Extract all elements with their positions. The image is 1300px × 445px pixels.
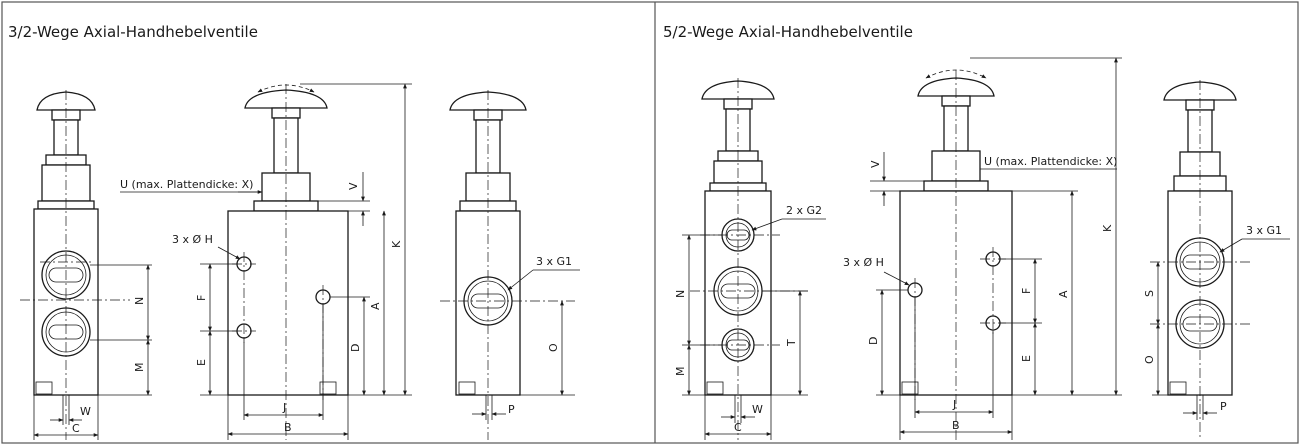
left-dim-b: B <box>284 421 292 434</box>
right-dim-c: C <box>734 421 742 434</box>
right-dim-o: O <box>1143 355 1156 364</box>
left-dim-o: O <box>547 343 560 352</box>
right-dim-d: D <box>867 337 880 345</box>
right-dim-f: F <box>1020 288 1033 294</box>
left-dim-m: M <box>133 363 146 373</box>
left-dim-k: K <box>390 240 403 248</box>
right-dim-n: N <box>674 290 687 298</box>
right-dim-p: P <box>1220 400 1227 413</box>
right-dim-a: A <box>1057 290 1070 298</box>
right-dim-v: V <box>869 160 882 168</box>
left-panel-title: 3/2-Wege Axial-Handhebelventile <box>8 23 258 41</box>
right-port-label: 3 x G1 <box>1246 224 1282 237</box>
right-panel-title: 5/2-Wege Axial-Handhebelventile <box>663 23 913 41</box>
right-hole-label: 3 x Ø H <box>843 256 884 269</box>
right-dim-b: B <box>952 419 960 432</box>
left-front-view: N M C W <box>20 90 152 440</box>
left-port-view: 3 x G1 O P <box>440 90 580 440</box>
right-front-view: 2 x G2 N M T C W <box>674 78 826 440</box>
right-dim-w: W <box>752 403 763 416</box>
left-dim-f: F <box>195 295 208 301</box>
right-dim-s: S <box>1143 290 1156 297</box>
right-dim-m: M <box>674 367 687 377</box>
left-dim-d: D <box>349 344 362 352</box>
left-u-note: U (max. Plattendicke: X) <box>120 178 253 191</box>
right-dim-k: K <box>1101 224 1114 232</box>
left-side-view: U (max. Plattendicke: X) V K A D <box>120 83 412 440</box>
left-dim-n: N <box>133 297 146 305</box>
left-dim-a: A <box>369 302 382 310</box>
right-port2-label: 2 x G2 <box>786 204 822 217</box>
left-hole-label: 3 x Ø H <box>172 233 213 246</box>
left-dim-j: J <box>282 401 286 414</box>
left-dim-v: V <box>347 182 360 190</box>
right-u-note: U (max. Plattendicke: X) <box>984 155 1117 168</box>
left-dim-w: W <box>80 405 91 418</box>
right-dim-j: J <box>952 398 956 411</box>
left-dim-c: C <box>72 422 80 435</box>
right-dim-e: E <box>1020 355 1033 362</box>
right-side-view: U (max. Plattendicke: X) V K A F E <box>843 57 1122 440</box>
left-dim-p: P <box>508 403 515 416</box>
left-port-label: 3 x G1 <box>536 255 572 268</box>
left-panel: 3/2-Wege Axial-Handhebelventile <box>8 23 580 440</box>
right-panel: 5/2-Wege Axial-Handhebelventile <box>663 23 1290 440</box>
right-port-view: 3 x G1 S O P <box>1143 80 1290 440</box>
left-dim-e: E <box>195 359 208 366</box>
right-dim-t: T <box>785 339 798 347</box>
